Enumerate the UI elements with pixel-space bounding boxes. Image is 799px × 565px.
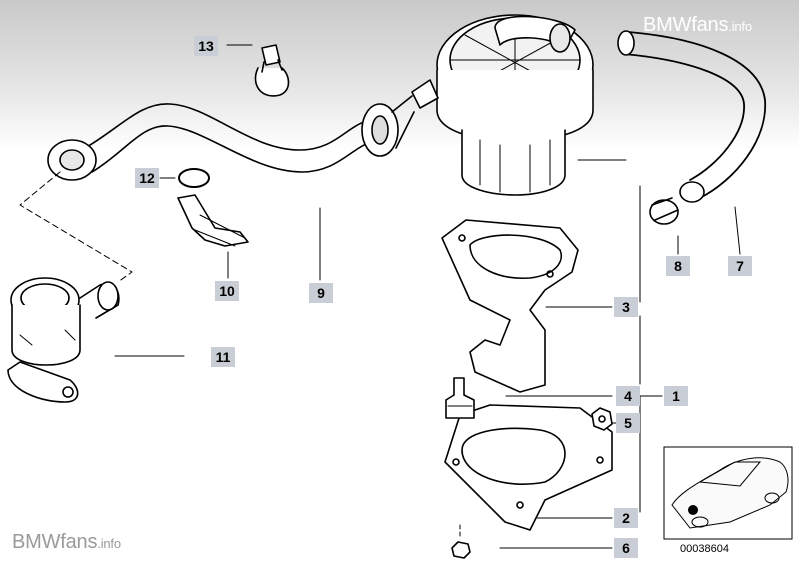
- watermark-bottom-suffix: .info: [97, 536, 121, 551]
- callout-7[interactable]: 7: [728, 256, 752, 276]
- callout-8[interactable]: 8: [666, 256, 690, 276]
- leader-dashed-valve: [19, 171, 133, 283]
- clamp-8: [649, 197, 679, 225]
- watermark-top-suffix: .info: [728, 19, 752, 34]
- callout-12[interactable]: 12: [135, 168, 159, 188]
- callout-11[interactable]: 11: [211, 347, 235, 367]
- bracket-3: [441, 219, 579, 393]
- watermark-top: BMWfans.info: [643, 14, 752, 37]
- leader-lines: [114, 44, 741, 549]
- nut-5: [591, 407, 613, 431]
- location-marker: [688, 505, 698, 515]
- callout-13[interactable]: 13: [194, 36, 218, 56]
- bracket-2: [444, 404, 613, 531]
- inset-thumbnail: [663, 446, 793, 540]
- air-pump: [411, 14, 594, 196]
- callout-3[interactable]: 3: [614, 297, 638, 317]
- clip-13: [254, 44, 290, 97]
- callout-10[interactable]: 10: [215, 281, 239, 301]
- stud-4: [445, 377, 475, 419]
- valve-11: [7, 277, 120, 403]
- diagram-reference-number: 00038604: [680, 543, 729, 555]
- callout-2[interactable]: 2: [614, 508, 638, 528]
- callout-1[interactable]: 1: [664, 386, 688, 406]
- callout-5[interactable]: 5: [616, 413, 640, 433]
- watermark-top-main: BMWfans: [643, 14, 729, 36]
- callout-6[interactable]: 6: [614, 538, 638, 558]
- nut-6: [451, 541, 471, 559]
- car-outline: [671, 457, 789, 529]
- callout-4[interactable]: 4: [616, 386, 640, 406]
- o-ring-12: [178, 168, 210, 188]
- watermark-bottom-main: BMWfans: [12, 531, 98, 553]
- callout-9[interactable]: 9: [309, 283, 333, 303]
- watermark-bottom: BMWfans.info: [12, 531, 121, 554]
- hose-9: [47, 95, 415, 181]
- hose-7: [617, 30, 766, 203]
- clip-10: [177, 194, 249, 247]
